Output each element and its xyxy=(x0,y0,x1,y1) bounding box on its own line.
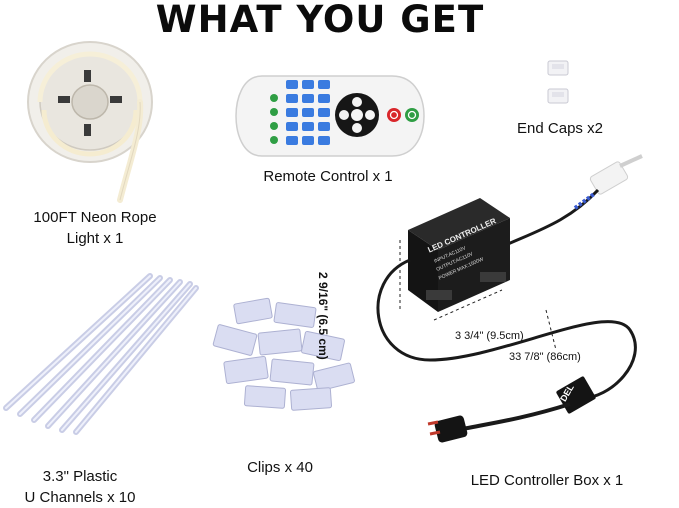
led-controller-illustration xyxy=(376,154,643,443)
page-title: WHAT YOU GET xyxy=(155,0,485,41)
u-channels-illustration xyxy=(3,273,199,435)
controller-box xyxy=(408,198,510,312)
clips-label: Clips x 40 xyxy=(247,459,313,476)
remote-control-label: Remote Control x 1 xyxy=(263,168,393,185)
controller-width-dim: 3 3/4" (9.5cm) xyxy=(455,330,524,342)
remote-control-illustration xyxy=(235,75,425,157)
end-caps-label: End Caps x2 xyxy=(517,120,603,137)
neon-rope-label: 100FT Neon Rope Light x 1 xyxy=(20,207,170,249)
end-caps-illustration xyxy=(547,60,569,104)
controller-height-dim: 2 9/16" (6.5 cm) xyxy=(316,272,330,360)
led-controller-label: LED Controller Box x 1 xyxy=(470,472,624,489)
neon-rope-reel-illustration xyxy=(27,41,153,203)
power-icon xyxy=(387,108,401,122)
u-channels-label-line2: U Channels x 10 xyxy=(24,489,136,506)
neon-rope-label-line2: Light x 1 xyxy=(66,230,124,247)
neon-rope-label-line1: 100FT Neon Rope xyxy=(33,209,157,226)
remote-side-icons xyxy=(270,94,278,144)
controller-cable-dim: 33 7/8" (86cm) xyxy=(509,351,581,363)
timer-icon xyxy=(405,108,419,122)
clips-illustration xyxy=(212,297,355,411)
u-channels-label-line1: 3.3" Plastic xyxy=(42,468,118,485)
u-channels-label: 3.3" Plastic U Channels x 10 xyxy=(0,466,160,508)
